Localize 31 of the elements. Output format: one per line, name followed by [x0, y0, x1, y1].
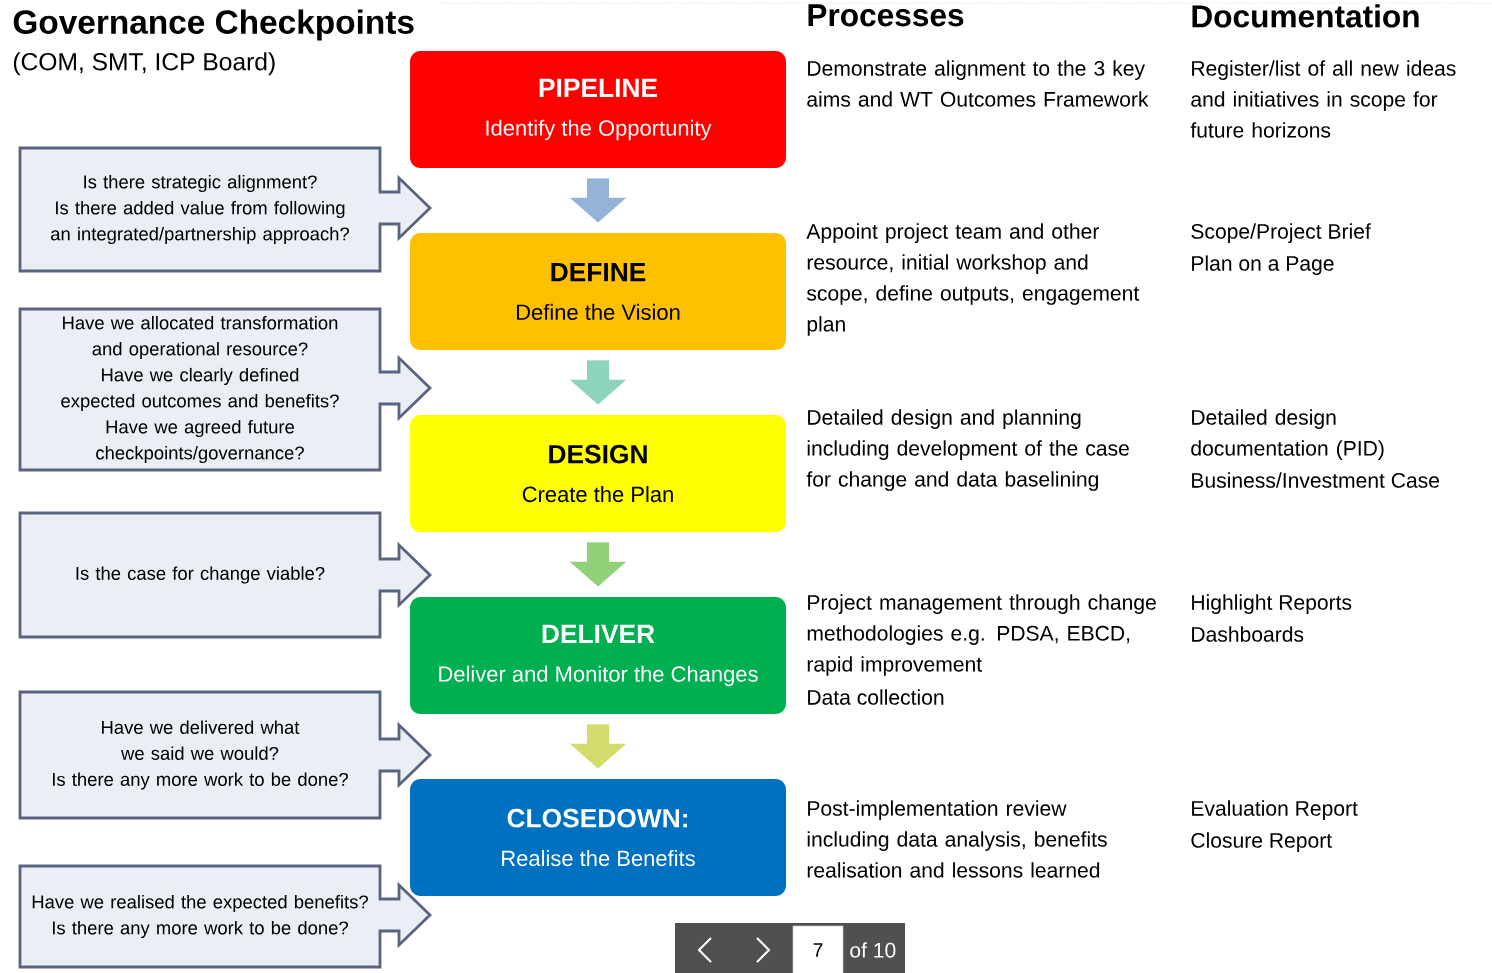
callout-arrow-box: Is the case for change viable? [18, 511, 433, 639]
callout-arrow-box: Have we delivered what we said we would? Is there any more work to be done? [18, 690, 433, 820]
title: Governance Checkpoints [13, 9, 414, 41]
document-text: Closure Report [1191, 832, 1332, 852]
callout-arrow-box: Is there strategic alignment? Is there added value from following an integrated/partnership approach? [18, 146, 433, 273]
document-text: Scope/Project Brief [1191, 223, 1371, 243]
document-text: Evaluation Report [1192, 800, 1358, 820]
callout-arrow-box: Have we allocated transformation and operational resource? Have we clearly defined expected outcomes and benefits? Have we agreed future checkpoints/governance? [18, 307, 433, 472]
page-number-field: 7 [792, 925, 844, 973]
process-text: Demonstrate alignment to the 3 key aims and WT Outcomes Framework [807, 60, 1149, 107]
stage-box: DEFINE Define the Vision [410, 233, 786, 350]
stage-box: DELIVER Deliver and Monitor the Changes [410, 597, 786, 714]
document-text: Highlight Reports [1192, 594, 1352, 614]
stage-box: PIPELINE Identify the Opportunity [410, 51, 786, 168]
callout-arrow-box: Have we realised the expected benefits? Is there any more work to be done? [18, 864, 433, 969]
column-heading: Documentation [1192, 4, 1419, 28]
process-text: Appoint project team and other resource, initial workshop and scope, define outputs, engagement plan [806, 223, 1140, 336]
subtitle: (COM, SMT, ICP Board) [13, 52, 275, 76]
document-text: Register/list of all new ideas and initiatives in scope for future horizons [1190, 60, 1456, 138]
stage-box: DESIGN Create the Plan [410, 415, 786, 532]
document-text: Dashboards [1192, 626, 1304, 642]
process-text: Project management through change methodologies e.g. PDSA, EBCD, rapid improvement [807, 594, 1156, 676]
document-text: Plan on a Page [1192, 255, 1334, 275]
process-text: Detailed design and planning including development of the case for change and data baselining [806, 409, 1129, 491]
process-text: Data collection [808, 689, 944, 705]
column-heading: Processes [808, 4, 964, 27]
page-count: of 10 [850, 942, 896, 958]
document-text: Detailed design documentation (PID) [1191, 409, 1384, 460]
process-text: Post-implementation review including data analysis, benefits realisation and lessons learned [807, 800, 1107, 878]
document-text: Business/Investment Case [1192, 472, 1439, 488]
stage-box: CLOSEDOWN: Realise the Benefits [410, 779, 786, 896]
